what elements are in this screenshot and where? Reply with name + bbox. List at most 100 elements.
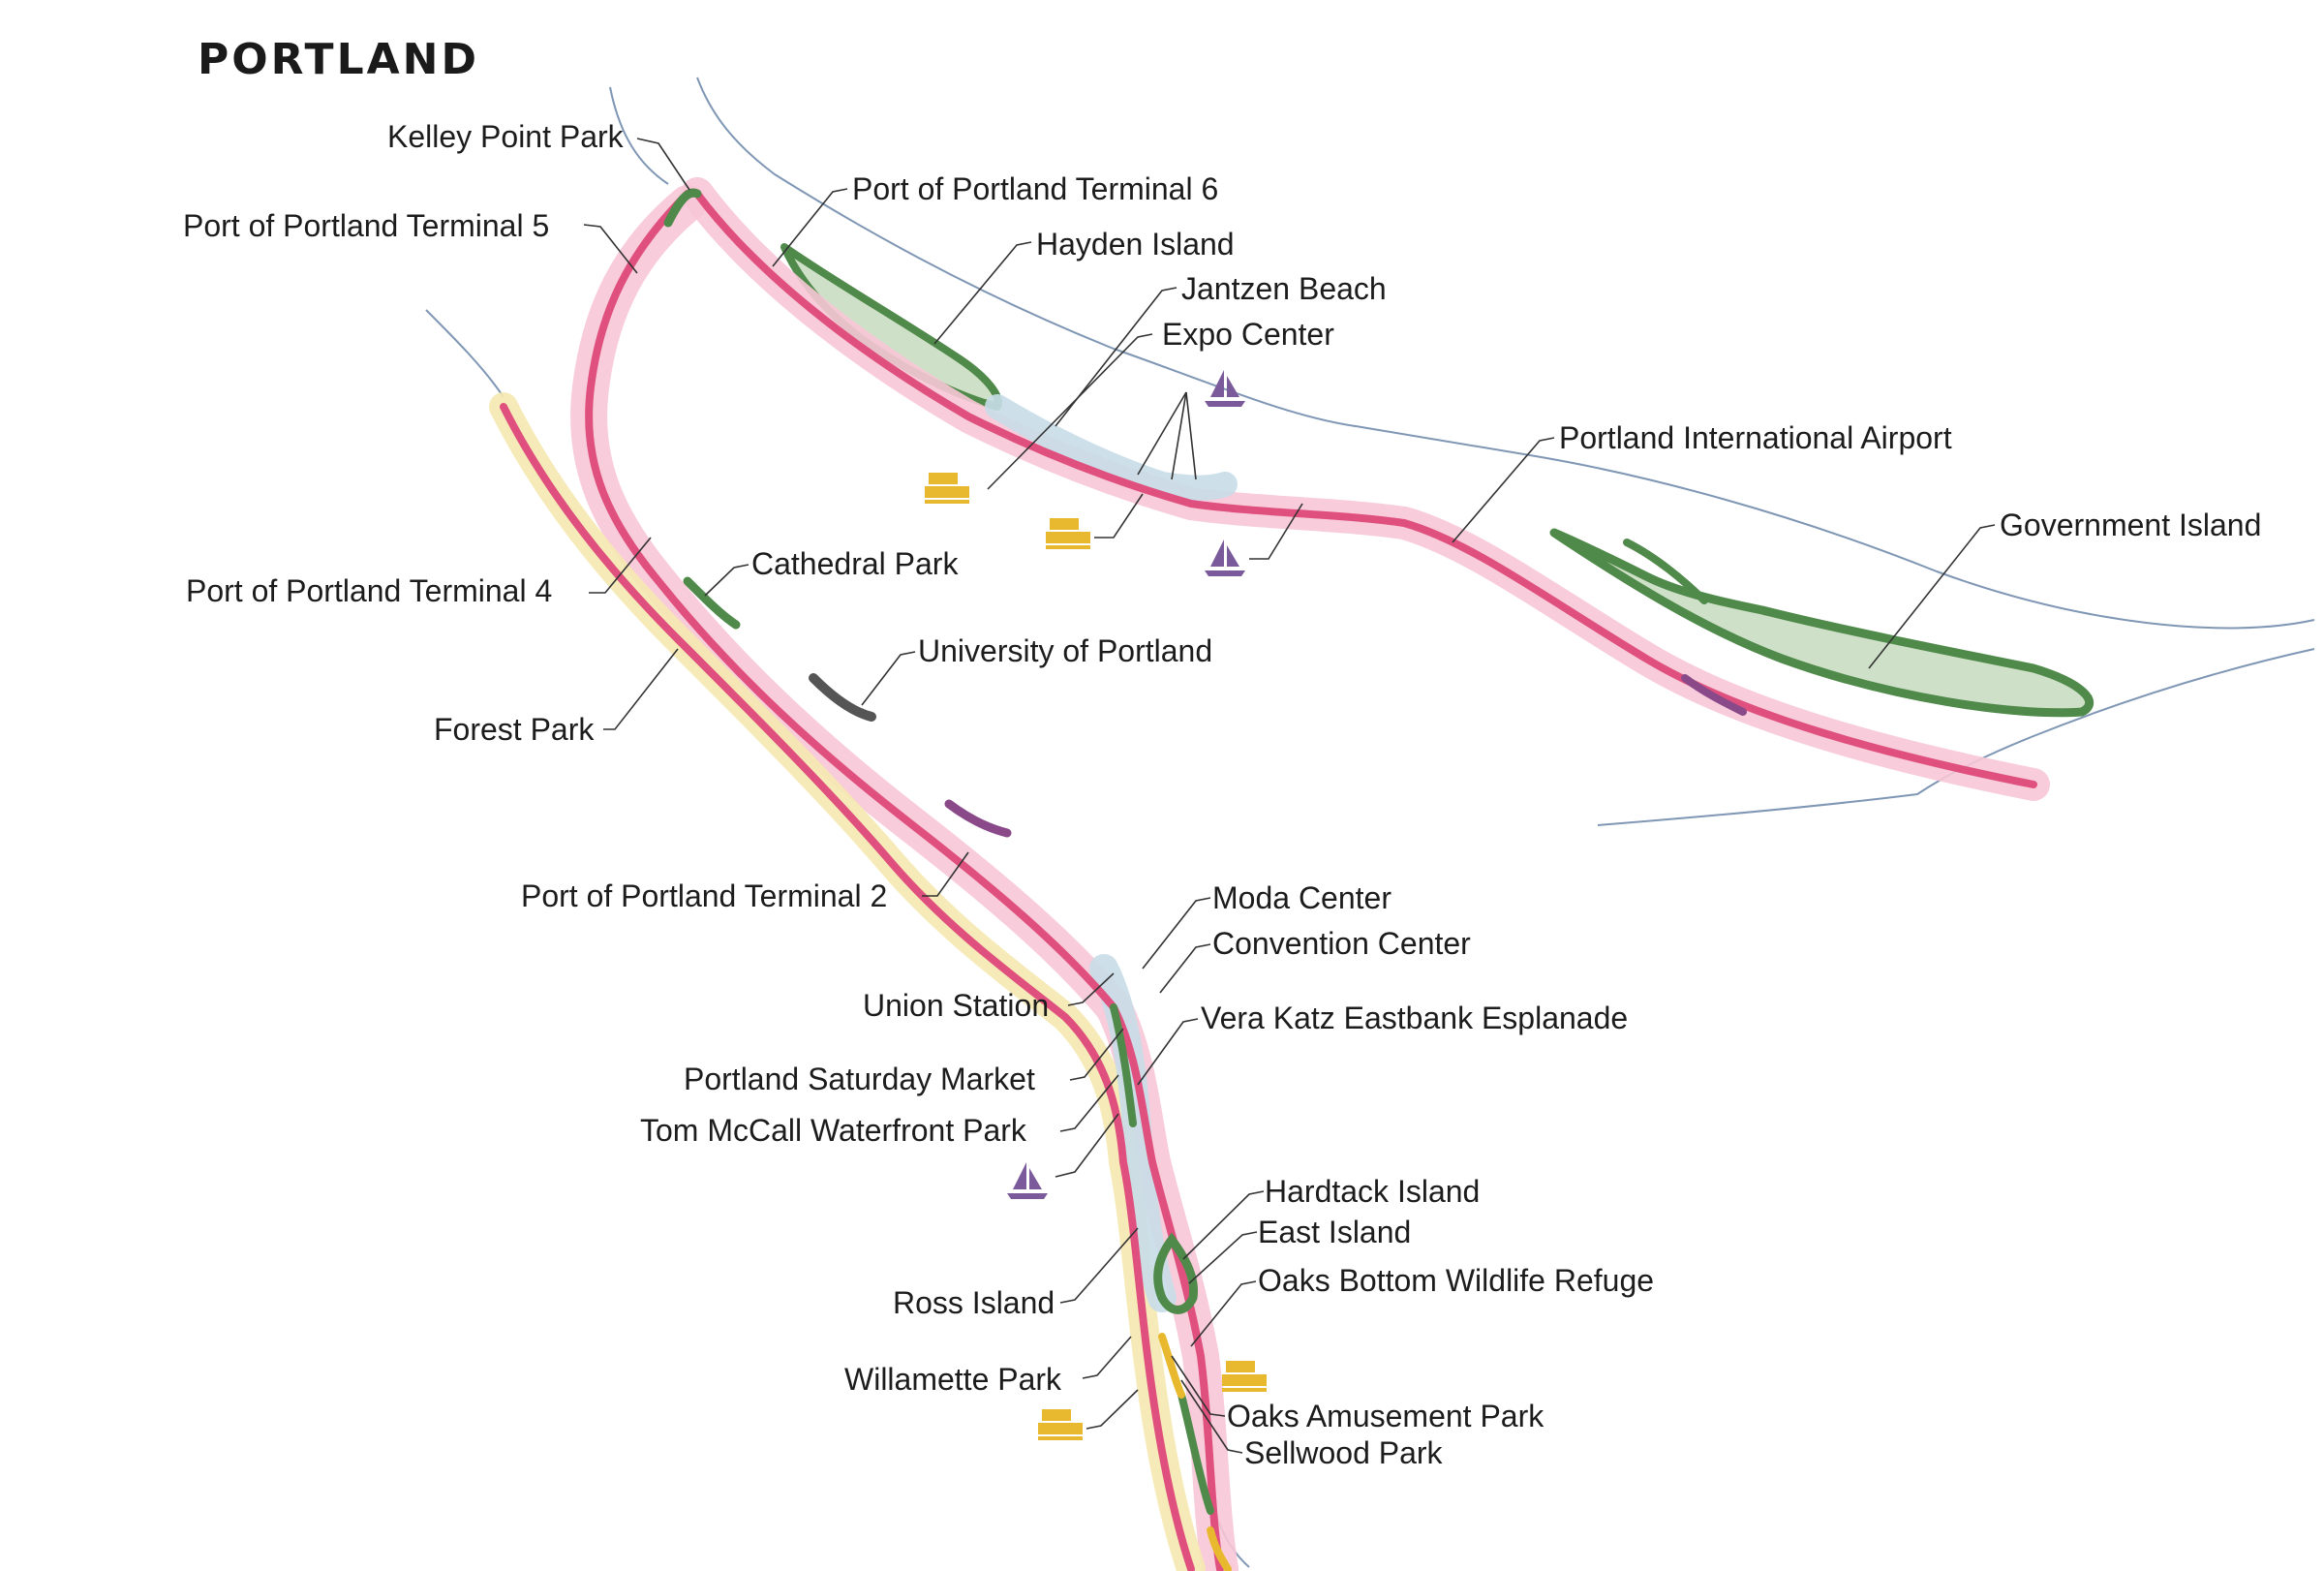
sailboat-icon — [1205, 539, 1245, 576]
label-jantzen-beach: Jantzen Beach — [1181, 271, 1387, 306]
leader-jantzen-beach — [1055, 287, 1177, 427]
leader-lines — [583, 138, 1996, 1454]
label-sellwood-park: Sellwood Park — [1244, 1435, 1444, 1470]
leader-ferry-4 — [1086, 1389, 1139, 1430]
leader-expo-center — [987, 333, 1153, 490]
label-oaks-bottom: Oaks Bottom Wildlife Refuge — [1258, 1263, 1654, 1298]
leader-terminal-6 — [772, 188, 848, 267]
label-esplanade: Vera Katz Eastbank Esplanade — [1201, 1001, 1628, 1035]
ross-island-shape — [1153, 1232, 1199, 1314]
label-terminal-4: Port of Portland Terminal 4 — [186, 573, 552, 608]
columbia-north-bank — [696, 77, 2315, 630]
leader-sailboat-3 — [1055, 1113, 1119, 1178]
willamette-west-bank — [425, 309, 505, 398]
label-union-station: Union Station — [863, 988, 1049, 1023]
leader-sailboat-2 — [1249, 503, 1303, 560]
leader-convention-center — [1159, 943, 1211, 994]
label-moda-center: Moda Center — [1212, 880, 1391, 915]
leader-esplanade — [1137, 1018, 1199, 1086]
kelley-point-green — [663, 188, 702, 228]
willamette-west-shore — [585, 190, 1224, 1571]
label-terminal-6: Port of Portland Terminal 6 — [852, 171, 1218, 206]
label-oaks-amusement: Oaks Amusement Park — [1227, 1399, 1544, 1433]
leader-sellwood-park — [1180, 1379, 1243, 1454]
leader-mccall-park — [1059, 1074, 1119, 1132]
terminal-2-purple — [944, 799, 1012, 838]
leader-terminal-5 — [583, 224, 638, 274]
label-hayden-island: Hayden Island — [1036, 227, 1235, 262]
south-end-yellow — [1207, 1526, 1232, 1571]
leader-hayden-island — [933, 241, 1032, 345]
map-title: PORTLAND — [198, 35, 479, 84]
label-saturday-market: Portland Saturday Market — [684, 1062, 1035, 1096]
leader-moda-center — [1142, 897, 1211, 970]
leader-terminal-4 — [589, 537, 652, 594]
leader-sailboat-1a — [1137, 391, 1187, 476]
label-ross-island: Ross Island — [893, 1285, 1055, 1320]
leader-ferry-2 — [1094, 493, 1144, 539]
leader-east-island — [1188, 1231, 1258, 1284]
leader-saturday-market — [1069, 1028, 1124, 1081]
label-terminal-5: Port of Portland Terminal 5 — [183, 208, 549, 243]
sailboat-icon-group-3 — [1007, 1162, 1048, 1199]
label-airport: Portland International Airport — [1559, 420, 1952, 455]
shorelines — [500, 188, 2037, 1571]
leader-sailboat-1c — [1185, 391, 1197, 480]
leader-ross-island — [1059, 1227, 1139, 1304]
leader-terminal-2 — [922, 851, 969, 897]
sailboat-icon-group-2 — [1205, 539, 1245, 576]
ferry-icon-group-4 — [1038, 1409, 1083, 1440]
leader-oaks-bottom — [1190, 1280, 1257, 1347]
leader-willamette-park — [1082, 1336, 1132, 1379]
ferry-icon-group-3 — [1222, 1361, 1267, 1392]
downtown-green — [1110, 1003, 1137, 1127]
ferry-boat-icon — [1038, 1409, 1083, 1440]
government-island — [1549, 528, 2095, 718]
ferry-icon-group-1 — [925, 473, 969, 504]
columbia-south-shore — [693, 190, 2037, 788]
sailboat-icon — [1205, 370, 1245, 407]
willamette-channel-bank — [609, 86, 669, 185]
leader-union-station — [1067, 972, 1115, 1006]
hayden-blue-halo — [985, 394, 1238, 501]
sellwood-green — [1177, 1391, 1214, 1515]
label-convention-center: Convention Center — [1212, 926, 1471, 961]
sailboat-icon-group-1 — [1205, 370, 1245, 407]
leader-forest-park — [603, 648, 679, 730]
sailboat-icon — [1007, 1162, 1048, 1199]
label-forest-park: Forest Park — [434, 712, 595, 747]
leader-oaks-amusement — [1171, 1355, 1226, 1417]
cathedral-park-green — [683, 576, 741, 630]
ross-island — [1153, 1232, 1199, 1314]
leader-kelley-point-park — [636, 138, 690, 191]
leader-cathedral-park — [704, 564, 749, 597]
government-island-sliver — [1623, 539, 1708, 604]
ferry-boat-icon — [1046, 518, 1090, 549]
leader-university — [861, 651, 916, 706]
government-island-shape — [1549, 528, 2095, 718]
downtown-blue-halo — [1089, 954, 1177, 1312]
airport-purple — [1681, 674, 1747, 716]
label-expo-center: Expo Center — [1162, 317, 1334, 352]
ferry-icon-group-2 — [1046, 518, 1090, 549]
university-grey — [809, 673, 876, 722]
willamette-east-shore — [500, 403, 1195, 1571]
leader-government-island — [1868, 524, 1996, 669]
ferry-boat-icon — [925, 473, 969, 504]
label-government-island: Government Island — [2000, 508, 2261, 542]
leader-airport — [1452, 437, 1555, 543]
label-willamette-park: Willamette Park — [844, 1362, 1062, 1397]
label-east-island: East Island — [1258, 1215, 1411, 1249]
place-labels: Kelley Point Park Port of Portland Termi… — [183, 119, 2261, 1470]
ferry-boat-icon — [1222, 1361, 1267, 1392]
leader-sailboat-1b — [1171, 391, 1187, 480]
label-cathedral-park: Cathedral Park — [751, 546, 959, 581]
label-mccall-park: Tom McCall Waterfront Park — [640, 1113, 1027, 1148]
oaks-yellow — [1158, 1333, 1185, 1399]
leader-hardtack-island — [1182, 1190, 1265, 1260]
label-hardtack-island: Hardtack Island — [1265, 1174, 1480, 1209]
label-kelley-point-park: Kelley Point Park — [387, 119, 625, 154]
label-terminal-2: Port of Portland Terminal 2 — [521, 878, 887, 913]
label-university: University of Portland — [918, 633, 1212, 668]
